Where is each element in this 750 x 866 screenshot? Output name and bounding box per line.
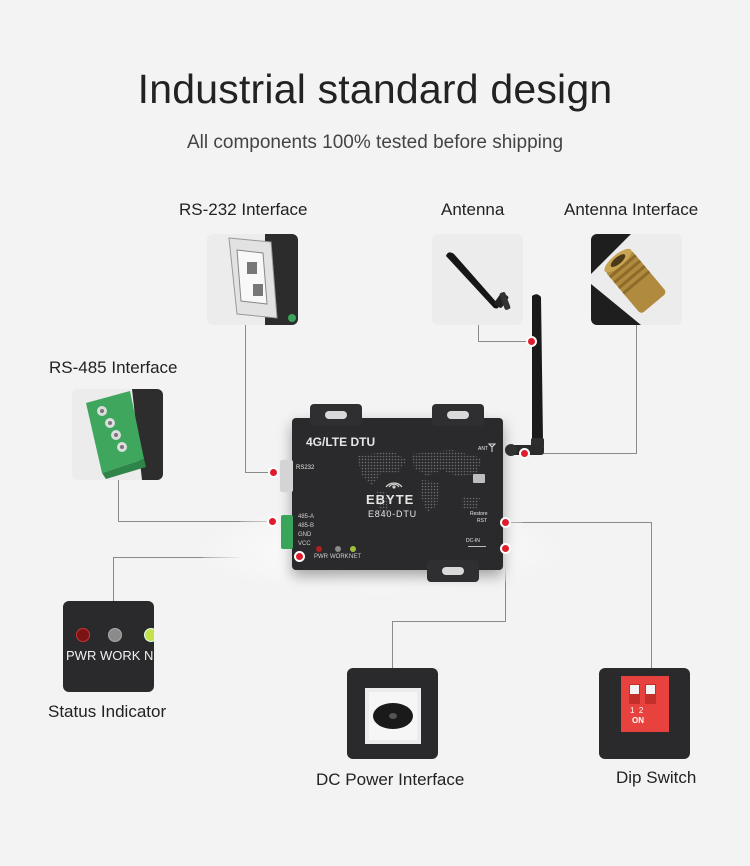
terminal-label: 485-A — [298, 514, 315, 520]
label-rs232: RS-232 Interface — [179, 200, 308, 219]
mount-ear — [427, 560, 479, 582]
dc-jack-icon — [365, 688, 421, 744]
label-dip-switch: Dip Switch — [616, 768, 697, 787]
led-label-net: NET — [349, 554, 361, 560]
label-antenna: Antenna — [441, 200, 505, 219]
thumb-dc-power — [347, 668, 438, 759]
page-title: Industrial standard design — [137, 66, 613, 112]
label-antenna-interface: Antenna Interface — [564, 200, 699, 219]
label-status-indicator: Status Indicator — [48, 702, 167, 721]
device-model: E840-DTU — [368, 509, 417, 519]
dcin-marker — [468, 546, 486, 547]
antenna-icon — [446, 252, 511, 310]
terminal-label: 485-B — [298, 523, 315, 529]
signal-icon — [385, 482, 403, 489]
led-pwr — [316, 546, 322, 552]
connector-line — [245, 325, 246, 473]
led-icon — [76, 628, 90, 642]
connector-line — [245, 472, 273, 473]
rs232-port-icon — [228, 234, 298, 325]
device-brand: EBYTE — [366, 492, 415, 507]
dip-on-label: ON — [632, 716, 644, 725]
rs232-port-icon — [280, 460, 293, 492]
connector-line — [118, 480, 119, 522]
dtu-device: 4G/LTE DTU ANT RS232 EBYTE E840-DTU Rest… — [292, 404, 503, 582]
antenna-symbol-icon — [488, 443, 496, 452]
led-net — [350, 546, 356, 552]
connector-line — [507, 522, 652, 523]
antenna-connector-icon — [591, 234, 666, 325]
marker-antenna — [526, 336, 537, 347]
marker-rs232 — [268, 467, 279, 478]
marker-rs485 — [267, 516, 278, 527]
thumb-antenna-interface — [591, 234, 682, 325]
label-rs485: RS-485 Interface — [49, 358, 178, 377]
marker-status — [294, 551, 305, 562]
sim-slot — [473, 474, 485, 483]
dip-numbers: 1 2 — [630, 706, 644, 715]
device-rst-label: RST — [477, 518, 487, 524]
terminal-label: GND — [298, 532, 312, 538]
thumb-rs232 — [207, 234, 298, 325]
marker-antenna-interface — [519, 448, 530, 459]
marker-dc-power — [500, 543, 511, 554]
device-restore-label: Restore — [470, 511, 488, 517]
thumb-antenna — [432, 234, 523, 325]
mount-ear — [432, 404, 484, 426]
connector-line — [505, 549, 506, 622]
terminal-block-icon — [86, 389, 163, 480]
device-rs232-label: RS232 — [296, 465, 315, 471]
connector-line — [651, 522, 652, 668]
connector-line — [478, 325, 479, 341]
connector-line — [636, 325, 637, 454]
led-icon — [108, 628, 122, 642]
status-led-labels: PWR WORK N — [66, 648, 154, 663]
led-label-work: WORK — [330, 554, 349, 560]
thumb-rs485 — [72, 389, 163, 480]
device-model-banner: 4G/LTE DTU — [306, 435, 376, 449]
page-subtitle: All components 100% tested before shippi… — [186, 132, 564, 153]
connector-line — [392, 621, 505, 622]
thumb-dip-switch: 1 2 ON — [599, 668, 690, 759]
led-label-pwr: PWR — [314, 554, 328, 560]
mount-ear — [310, 404, 362, 426]
connector-line — [113, 557, 114, 602]
led-icon — [144, 628, 154, 642]
world-map-graphic — [357, 450, 482, 516]
connector-line — [525, 453, 637, 454]
connector-line — [118, 521, 272, 522]
dip-switch-icon — [621, 676, 669, 732]
device-dcin-label: DC-IN — [466, 538, 480, 544]
connector-line — [478, 341, 530, 342]
thumb-status-indicator: PWR WORK N — [63, 601, 154, 692]
terminal-label: VCC — [298, 541, 311, 547]
terminal-block-icon — [281, 515, 293, 549]
marker-dip — [500, 517, 511, 528]
label-dc-power: DC Power Interface — [316, 770, 465, 789]
led-work — [335, 546, 341, 552]
device-ant-label: ANT — [478, 446, 488, 452]
connector-line — [392, 621, 393, 668]
